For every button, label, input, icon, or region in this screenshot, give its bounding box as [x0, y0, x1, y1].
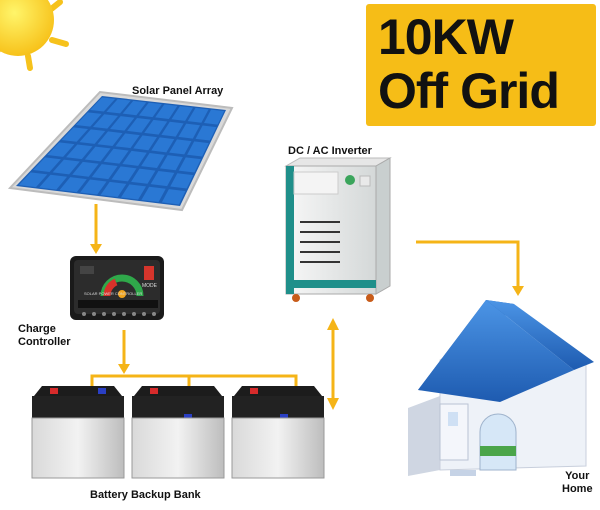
- panel-cell: [151, 137, 175, 153]
- panel-cell: [122, 150, 147, 166]
- panel-cell: [100, 181, 127, 198]
- charge-controller-label: Charge Controller: [18, 323, 71, 349]
- panel-cell: [203, 109, 225, 125]
- panel-cell: [144, 119, 168, 135]
- panel-cell: [75, 112, 102, 127]
- panel-cell: [52, 159, 80, 175]
- arrowheads: [90, 244, 524, 410]
- inverter-icon: [284, 157, 392, 302]
- panel-cell: [61, 127, 89, 142]
- panel-cell: [47, 142, 75, 157]
- panel-cell: [18, 172, 48, 188]
- battery-bank: [31, 386, 325, 479]
- panel-cell: [141, 186, 166, 203]
- battery-bank-label: Battery Backup Bank: [90, 489, 201, 501]
- panel-cell: [90, 97, 116, 112]
- panel-cell: [91, 164, 118, 180]
- panel-cell: [115, 133, 140, 149]
- panel-cell: [39, 174, 68, 190]
- panel-cell: [150, 170, 175, 187]
- panel-cell: [178, 123, 201, 139]
- panel-cell: [79, 129, 106, 144]
- panel-cell: [159, 155, 183, 171]
- charge-controller-label-line-2: Controller: [18, 336, 71, 348]
- panel-cell: [155, 104, 178, 119]
- panel-cell: [66, 144, 93, 160]
- home-label: Your Home: [562, 470, 593, 496]
- charge-controller-label-line-1: Charge: [18, 323, 56, 335]
- panel-cell: [195, 125, 217, 141]
- panel-cell: [122, 100, 147, 116]
- panel-cell: [187, 141, 209, 157]
- panel-cell: [133, 135, 157, 151]
- panel-cell: [80, 179, 107, 195]
- solar-panel-label: Solar Panel Array: [132, 85, 224, 97]
- panel-cell: [169, 139, 192, 155]
- panel-cell: [170, 173, 194, 189]
- panel-cell: [171, 106, 194, 121]
- solar-panel-icon: [7, 90, 234, 212]
- panel-cell: [120, 184, 147, 200]
- title-line-2: Off Grid: [378, 63, 560, 119]
- inverter-label: DC / AC Inverter: [288, 145, 372, 157]
- house-icon: [408, 300, 594, 476]
- controller-mode-text: MODE: [142, 283, 157, 289]
- panel-cell: [92, 114, 119, 129]
- panel-cell: [141, 153, 165, 169]
- sun-icon: [0, 0, 69, 71]
- panel-cell: [131, 168, 156, 184]
- home-label-line-2: Home: [562, 483, 593, 495]
- panel-cell: [187, 107, 209, 123]
- panel-cell: [84, 146, 111, 162]
- controller-face-text: SOLAR POWER CONTROLLER: [84, 291, 143, 296]
- panel-cell: [59, 177, 87, 193]
- connectors: [90, 204, 520, 400]
- home-label-line-1: Your: [565, 470, 590, 482]
- panel-cells: [18, 97, 225, 205]
- panel-cell: [178, 157, 201, 173]
- title-banner: 10KW Off Grid: [366, 4, 596, 126]
- panel-cell: [103, 148, 129, 164]
- battery-icon: [231, 386, 325, 479]
- battery-icon: [131, 386, 225, 479]
- panel-cell: [138, 102, 162, 118]
- panel-cell: [111, 166, 137, 182]
- title-line-1: 10KW: [378, 9, 514, 65]
- panel-cell: [106, 99, 131, 114]
- charge-controller-icon: [70, 256, 164, 320]
- panel-cell: [72, 161, 99, 177]
- panel-cell: [97, 131, 123, 146]
- panel-cell: [33, 157, 61, 172]
- panel-cell: [127, 118, 151, 133]
- battery-icon: [31, 386, 125, 479]
- panel-cell: [110, 116, 135, 131]
- panel-cell: [161, 121, 184, 137]
- panel-cell: [161, 189, 186, 205]
